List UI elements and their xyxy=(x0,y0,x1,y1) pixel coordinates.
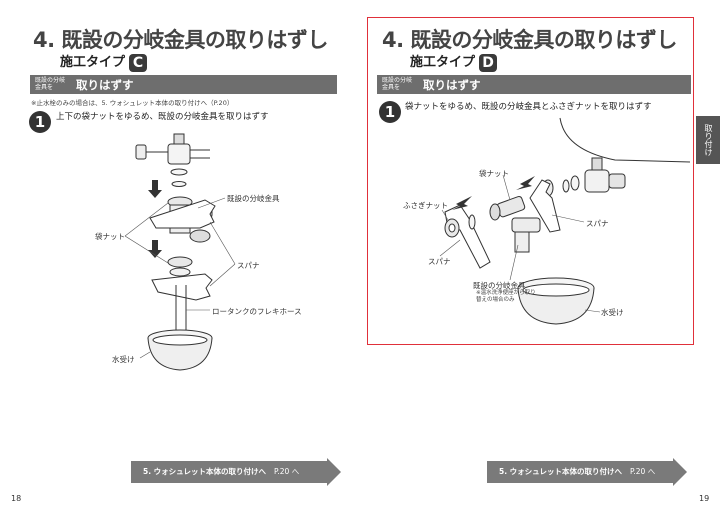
label-spanner-left: スパナ xyxy=(237,261,260,270)
label-nut-left: 袋ナット xyxy=(95,232,125,241)
label-basin-left: 水受け xyxy=(112,355,135,364)
step-number-right: 1 xyxy=(379,101,401,123)
label-hose-left: ロータンクのフレキホース xyxy=(212,307,302,316)
type-badge-d: D xyxy=(479,53,498,72)
step-text-right: 袋ナットをゆるめ、既設の分岐金具とふさぎナットを取りはずす xyxy=(405,102,652,112)
section-bar-left: 既設の分岐金具を 取りはずす xyxy=(30,75,337,94)
note-left: ※止水栓のみの場合は、5. ウォシュレット本体の取り付けへ（P.20） xyxy=(31,99,234,107)
step-text-left: 上下の袋ナットをゆるめ、既設の分岐金具を取りはずす xyxy=(56,112,269,122)
label-branch-left: 既設の分岐金具 xyxy=(227,194,280,203)
step-number-left: 1 xyxy=(29,111,51,133)
section-bar-right: 既設の分岐金具を 取りはずす xyxy=(377,75,691,94)
label-branch-right: 既設の分岐金具 xyxy=(473,281,526,290)
side-tab-installation[interactable]: 取り付け xyxy=(696,116,720,164)
label-cap-nut: ふさぎナット xyxy=(403,201,448,210)
label-nut-right: 袋ナット xyxy=(479,169,509,178)
label-spanner-right: スパナ xyxy=(586,219,609,228)
type-badge-c: C xyxy=(129,53,148,72)
page-number-left: 18 xyxy=(11,494,22,503)
page-number-right: 19 xyxy=(699,494,710,503)
page-title-left: 4. 既設の分岐金具の取りはずし xyxy=(33,28,328,52)
label-basin-right: 水受け xyxy=(601,308,624,317)
illustration-type-c xyxy=(124,133,236,371)
highlight-frame xyxy=(367,17,694,345)
label-spanner-left2: スパナ xyxy=(428,257,451,266)
page-title-right: 4. 既設の分岐金具の取りはずし xyxy=(382,28,677,52)
label-branch-note: ※温水洗浄便座から取り 替えの場合のみ xyxy=(476,290,536,303)
illustration-type-d xyxy=(439,117,691,325)
